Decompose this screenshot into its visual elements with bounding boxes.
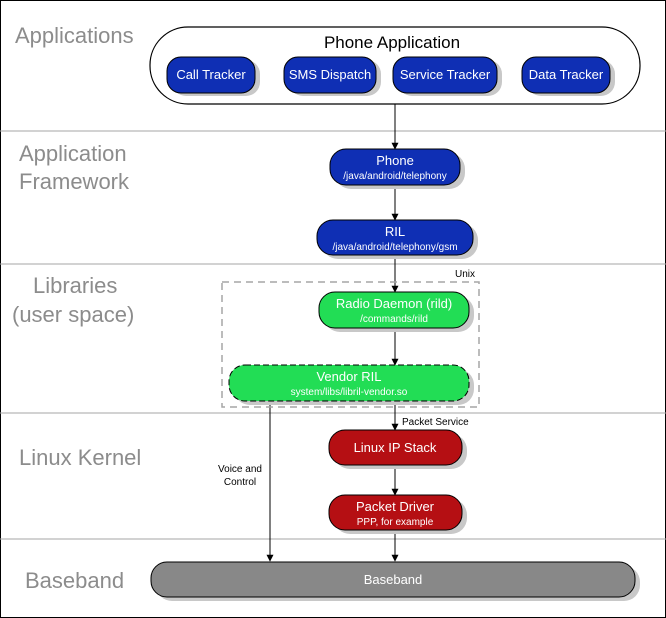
app-item-label: SMS Dispatch [289,67,371,82]
app-item-sms-dispatch: SMS Dispatch [283,56,381,96]
unix-label: Unix [455,269,475,280]
layer-label-framework-2: Framework [19,169,130,194]
packet-driver-box: Packet Driver PPP, for example [328,494,467,534]
layer-label-kernel: Linux Kernel [19,445,141,470]
ril-framework-title: RIL [385,224,405,239]
vendor-ril-subtitle: system/libs/libril-vendor.so [291,387,408,398]
linux-ip-stack-title: Linux IP Stack [354,440,437,455]
phone-framework-title: Phone [376,153,414,168]
app-item-service-tracker: Service Tracker [392,56,502,96]
app-item-call-tracker: Call Tracker [166,56,260,96]
packet-driver-title: Packet Driver [356,499,435,514]
voice-control-label-1: Voice and [218,464,262,475]
layer-label-applications: Applications [15,23,134,48]
layer-label-baseband: Baseband [25,568,124,593]
phone-framework-subtitle: /java/android/telephony [343,171,446,182]
linux-ip-stack-box: Linux IP Stack [328,429,467,469]
app-item-data-tracker: Data Tracker [521,56,615,96]
vendor-ril-box: Vendor RIL system/libs/libril-vendor.so [228,364,474,405]
radio-daemon-subtitle: /commands/rild [360,314,428,325]
layer-label-framework-1: Application [19,141,127,166]
voice-control-label-2: Control [224,477,256,488]
layer-label-libraries-1: Libraries [33,273,117,298]
radio-daemon-box: Radio Daemon (rild) /commands/rild [318,291,474,332]
app-item-label: Service Tracker [400,67,491,82]
baseband-title: Baseband [364,572,423,587]
ril-framework-subtitle: /java/android/telephony/gsm [332,242,457,253]
ril-framework-box: RIL /java/android/telephony/gsm [316,219,478,259]
layer-label-libraries-2: (user space) [12,302,134,327]
packet-service-label: Packet Service [402,417,469,428]
baseband-box: Baseband [150,561,640,601]
radio-daemon-title: Radio Daemon (rild) [336,296,452,311]
vendor-ril-title: Vendor RIL [316,369,381,384]
app-item-label: Call Tracker [176,67,246,82]
app-item-label: Data Tracker [529,67,604,82]
phone-framework-box: Phone /java/android/telephony [329,148,465,189]
phone-application-title: Phone Application [324,33,460,52]
packet-driver-subtitle: PPP, for example [357,517,434,528]
unix-region [221,281,480,408]
